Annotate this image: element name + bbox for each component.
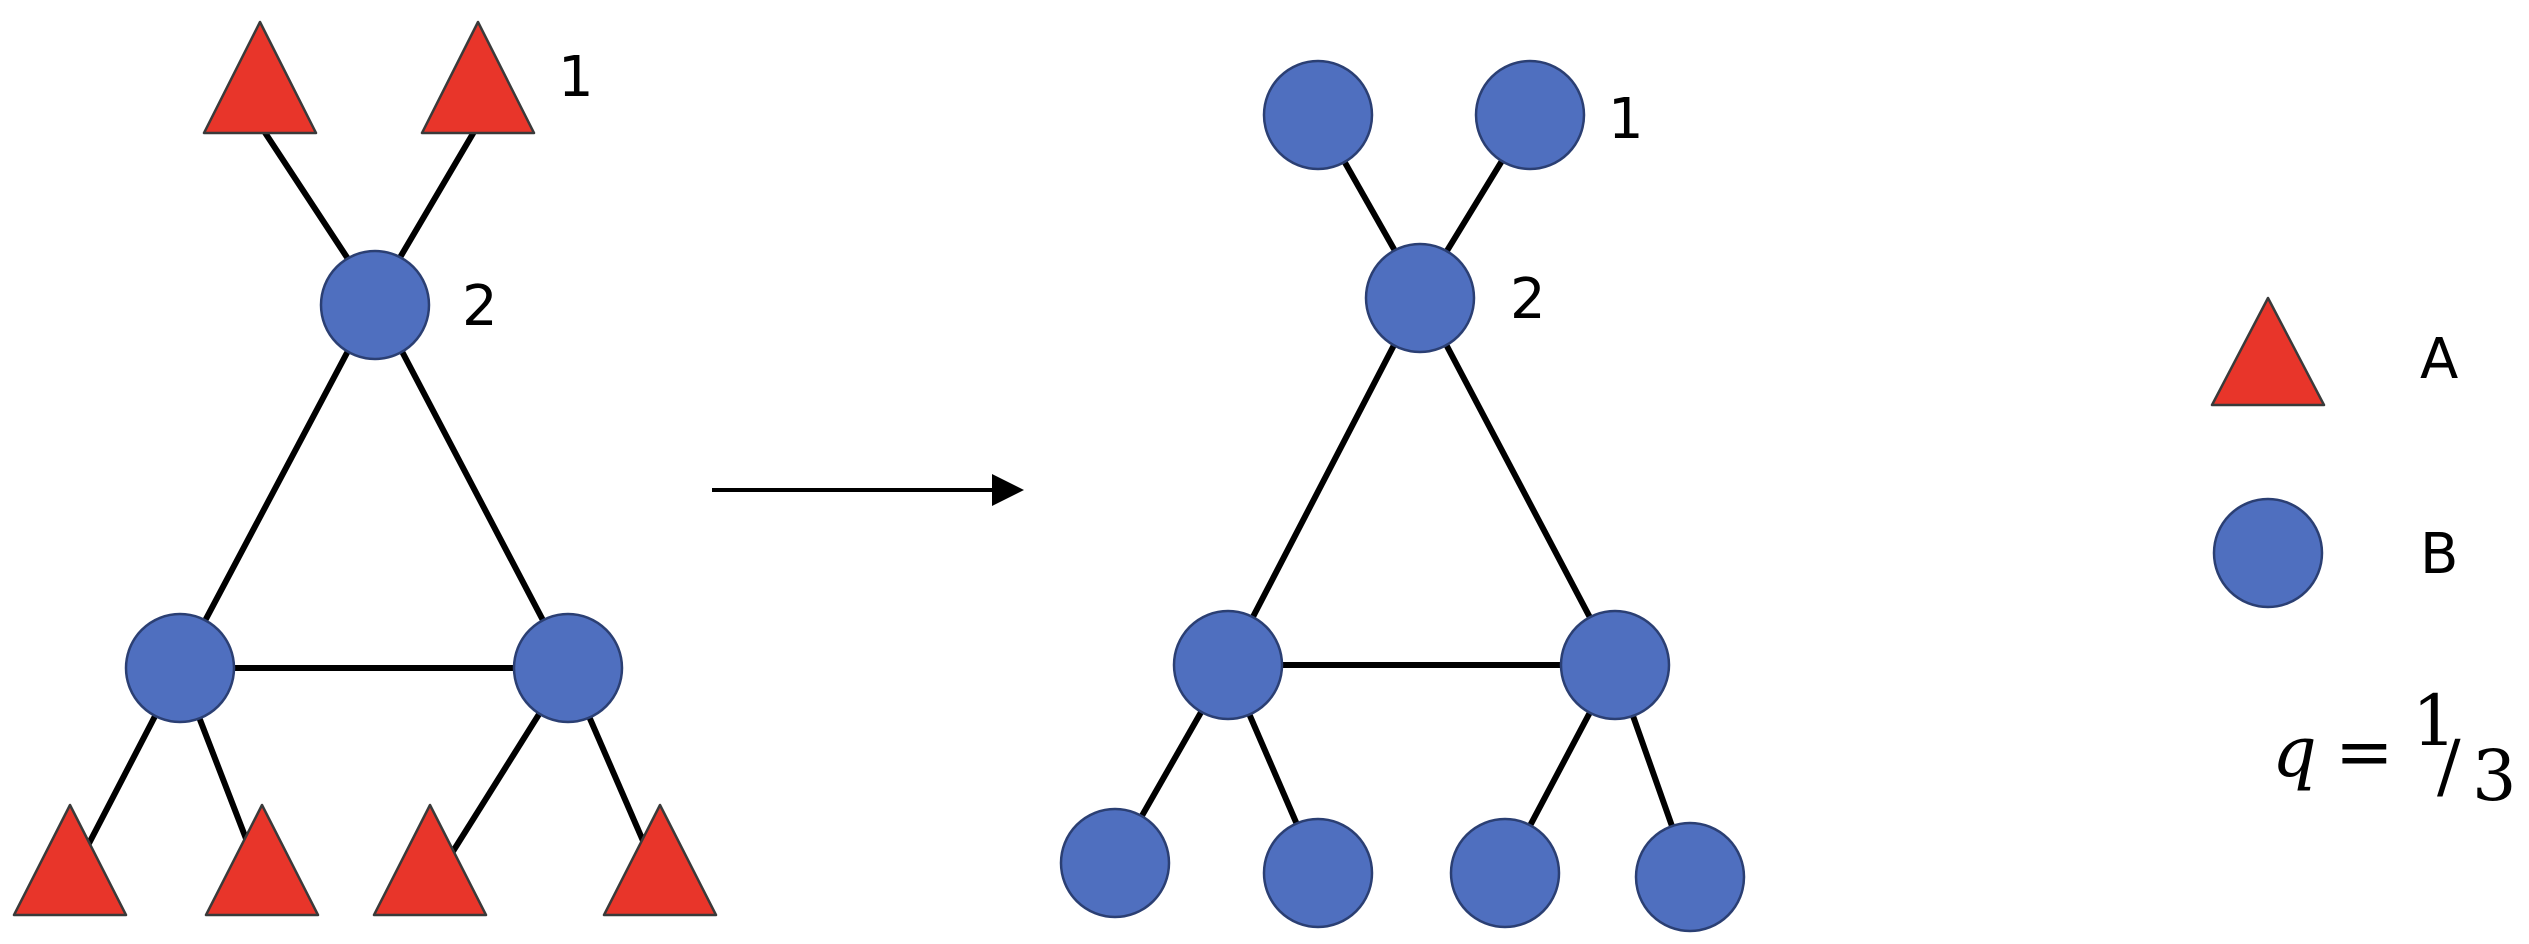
formula-q: q = 1 / 3: [2272, 680, 2517, 817]
type-b-node: [1474, 59, 1586, 171]
type-a-node: [372, 803, 488, 917]
type-b-node: [512, 612, 624, 724]
type-a-node: [12, 803, 128, 917]
edge: [1417, 293, 1618, 667]
node-label-2: 2: [1510, 267, 1546, 332]
type-b-node: [1059, 807, 1171, 919]
edges-after: [1112, 113, 1693, 879]
graph-after: 1 2: [1059, 59, 1746, 933]
formula-numerator: 1: [2412, 680, 2457, 762]
formula-slash: /: [2437, 725, 2461, 807]
formula-variable: q: [2272, 711, 2317, 793]
type-b-node: [1634, 821, 1746, 933]
type-b-node: [1262, 59, 1374, 171]
type-a-node: [420, 20, 536, 135]
edge: [1225, 293, 1423, 667]
blue-circle-icon: [2212, 497, 2324, 609]
graph-before: 1 2: [12, 20, 718, 917]
formula-equals: =: [2335, 711, 2394, 793]
type-a-node: [202, 20, 318, 135]
type-a-node: [602, 803, 718, 917]
edge: [372, 298, 571, 670]
edges-before: [67, 123, 663, 882]
type-b-node: [1449, 817, 1561, 929]
type-b-node: [319, 249, 431, 361]
node-label-1: 1: [1608, 87, 1644, 152]
type-b-node: [1262, 817, 1374, 929]
formula-denominator: 3: [2472, 735, 2517, 817]
type-b-node: [1172, 609, 1284, 721]
legend: A B q = 1 / 3: [2210, 296, 2517, 817]
edge: [177, 298, 378, 670]
red-triangle-icon: [2210, 296, 2326, 407]
type-a-node: [204, 803, 320, 917]
type-b-node: [1364, 242, 1476, 354]
nodes-after: [1059, 59, 1746, 933]
node-label-2: 2: [462, 274, 498, 339]
nodes-before: [12, 20, 718, 917]
legend-label-b: B: [2420, 522, 2458, 587]
type-b-node: [124, 612, 236, 724]
legend-label-a: A: [2420, 327, 2458, 392]
type-b-node: [1559, 609, 1671, 721]
node-label-1: 1: [558, 45, 594, 110]
